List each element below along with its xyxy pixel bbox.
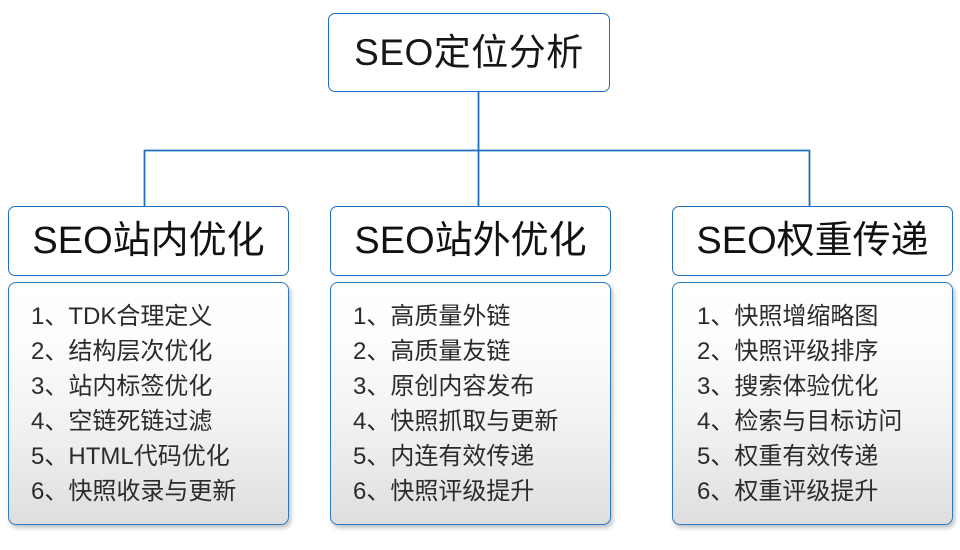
branch-header-2[interactable]: SEO站外优化 <box>330 206 611 276</box>
list-item-text: 站内标签优化 <box>68 373 213 400</box>
list-item-index: 1、 <box>697 303 735 330</box>
branch-body-1: 1、 TDK合理定义 2、 结构层次优化 3、 站内标签优化 4、 空链死链过滤… <box>8 282 289 525</box>
list-item-text: 检索与目标访问 <box>734 408 903 435</box>
list-item[interactable]: 1、 快照增缩略图 <box>697 299 902 334</box>
list-item[interactable]: 4、 空链死链过滤 <box>31 404 236 439</box>
branch-header-1[interactable]: SEO站内优化 <box>8 206 289 276</box>
list-item[interactable]: 5、 权重有效传递 <box>697 439 902 474</box>
list-item-text: 快照评级提升 <box>390 478 535 505</box>
list-item-text: 内连有效传递 <box>390 443 535 470</box>
list-item-index: 1、 <box>31 303 69 330</box>
list-item[interactable]: 2、 快照评级排序 <box>697 334 902 369</box>
list-item[interactable]: 6、 快照评级提升 <box>353 474 558 509</box>
branch-column-3: SEO权重传递 1、 快照增缩略图 2、 快照评级排序 3、 搜索体验优化 4、 <box>672 206 953 525</box>
list-item-text: 原创内容发布 <box>390 373 535 400</box>
list-item[interactable]: 2、 结构层次优化 <box>31 334 236 369</box>
list-item-index: 3、 <box>697 373 735 400</box>
root-node-label: SEO定位分析 <box>354 32 584 73</box>
list-item-index: 2、 <box>697 338 735 365</box>
branch-body-2: 1、 高质量外链 2、 高质量友链 3、 原创内容发布 4、 快照抓取与更新 5… <box>330 282 611 525</box>
list-item[interactable]: 5、 HTML代码优化 <box>31 439 236 474</box>
list-item-index: 4、 <box>31 408 69 435</box>
list-item-text: 搜索体验优化 <box>734 373 879 400</box>
list-item-index: 3、 <box>353 373 391 400</box>
list-item-index: 6、 <box>31 478 69 505</box>
list-item[interactable]: 6、 权重评级提升 <box>697 474 902 509</box>
branch-item-list-2: 1、 高质量外链 2、 高质量友链 3、 原创内容发布 4、 快照抓取与更新 5… <box>331 299 558 509</box>
list-item[interactable]: 1、 TDK合理定义 <box>31 299 236 334</box>
list-item[interactable]: 3、 搜索体验优化 <box>697 369 902 404</box>
list-item-text: 权重评级提升 <box>734 478 879 505</box>
list-item-text: 空链死链过滤 <box>68 408 213 435</box>
list-item-text: HTML代码优化 <box>68 443 230 470</box>
branch-item-list-3: 1、 快照增缩略图 2、 快照评级排序 3、 搜索体验优化 4、 检索与目标访问… <box>673 299 902 509</box>
list-item-index: 3、 <box>31 373 69 400</box>
list-item-text: TDK合理定义 <box>68 303 213 330</box>
list-item-index: 1、 <box>353 303 391 330</box>
list-item[interactable]: 3、 站内标签优化 <box>31 369 236 404</box>
list-item-text: 高质量外链 <box>390 303 511 330</box>
list-item-text: 快照增缩略图 <box>734 303 879 330</box>
list-item-text: 快照评级排序 <box>734 338 879 365</box>
list-item[interactable]: 1、 高质量外链 <box>353 299 558 334</box>
list-item-index: 5、 <box>353 443 391 470</box>
list-item-index: 6、 <box>353 478 391 505</box>
list-item-text: 结构层次优化 <box>68 338 213 365</box>
list-item-index: 6、 <box>697 478 735 505</box>
list-item-index: 2、 <box>31 338 69 365</box>
list-item-index: 5、 <box>697 443 735 470</box>
branch-header-label-3: SEO权重传递 <box>696 220 929 262</box>
branch-item-list-1: 1、 TDK合理定义 2、 结构层次优化 3、 站内标签优化 4、 空链死链过滤… <box>9 299 236 509</box>
list-item[interactable]: 6、 快照收录与更新 <box>31 474 236 509</box>
list-item[interactable]: 2、 高质量友链 <box>353 334 558 369</box>
list-item[interactable]: 3、 原创内容发布 <box>353 369 558 404</box>
list-item-index: 2、 <box>353 338 391 365</box>
list-item-text: 权重有效传递 <box>734 443 879 470</box>
branch-column-2: SEO站外优化 1、 高质量外链 2、 高质量友链 3、 原创内容发布 4、 快 <box>330 206 611 525</box>
list-item-index: 4、 <box>697 408 735 435</box>
list-item-text: 高质量友链 <box>390 338 511 365</box>
list-item[interactable]: 5、 内连有效传递 <box>353 439 558 474</box>
branch-header-label-1: SEO站内优化 <box>32 220 265 262</box>
list-item-text: 快照抓取与更新 <box>390 408 559 435</box>
list-item-index: 4、 <box>353 408 391 435</box>
root-node[interactable]: SEO定位分析 <box>328 13 610 92</box>
branch-body-3: 1、 快照增缩略图 2、 快照评级排序 3、 搜索体验优化 4、 检索与目标访问… <box>672 282 953 525</box>
list-item-index: 5、 <box>31 443 69 470</box>
branch-header-label-2: SEO站外优化 <box>354 220 587 262</box>
list-item-text: 快照收录与更新 <box>68 478 237 505</box>
branch-header-3[interactable]: SEO权重传递 <box>672 206 953 276</box>
list-item[interactable]: 4、 快照抓取与更新 <box>353 404 558 439</box>
branch-column-1: SEO站内优化 1、 TDK合理定义 2、 结构层次优化 3、 站内标签优化 4… <box>8 206 289 525</box>
list-item[interactable]: 4、 检索与目标访问 <box>697 404 902 439</box>
